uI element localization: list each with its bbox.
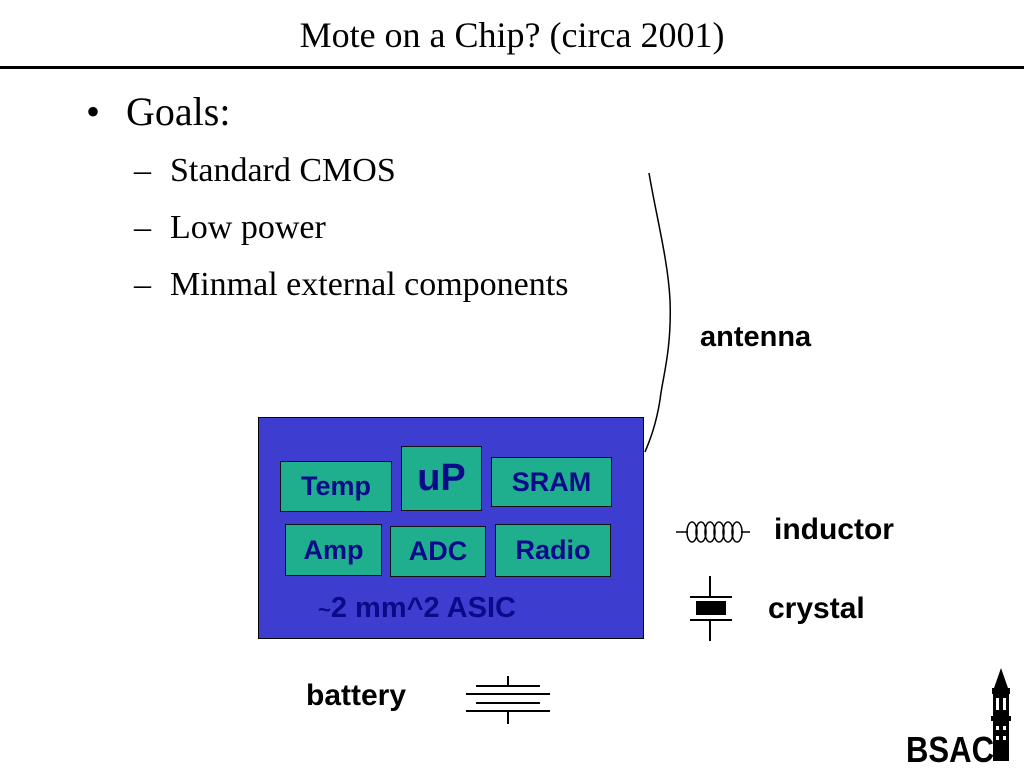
goal-item: –Low power xyxy=(134,209,326,247)
dash-marker: – xyxy=(134,266,151,303)
asic-size-text: 2 mm^2 ASIC xyxy=(330,592,516,624)
goal-item-label: Low power xyxy=(170,209,326,246)
title-divider xyxy=(0,66,1024,69)
goal-item: –Minmal external components xyxy=(134,266,568,304)
goal-item-label: Standard CMOS xyxy=(170,152,396,189)
inductor-icon xyxy=(676,521,750,543)
crystal-icon xyxy=(690,576,732,641)
adc-block: ADC xyxy=(390,526,486,577)
battery-icon xyxy=(466,676,550,724)
asic-size-prefix: ~ xyxy=(318,597,331,622)
battery-label: battery xyxy=(306,679,407,712)
goals-bullet: • Goals: xyxy=(86,88,230,135)
goal-item: –Standard CMOS xyxy=(134,152,396,190)
radio-block: Radio xyxy=(495,524,611,577)
up-block: uP xyxy=(401,446,482,511)
antenna-label: antenna xyxy=(700,321,812,353)
bullet-dot: • xyxy=(86,89,101,134)
inductor-label: inductor xyxy=(774,513,894,546)
amp-block: Amp xyxy=(285,524,382,576)
temp-block: Temp xyxy=(280,461,392,512)
sram-block: SRAM xyxy=(491,457,612,507)
goals-heading: Goals: xyxy=(126,89,231,134)
dash-marker: – xyxy=(134,152,151,189)
bsac-logo-text: BSAC xyxy=(906,729,994,768)
antenna-wire xyxy=(644,172,672,453)
asic-size-label: ~2 mm^2 ASIC xyxy=(318,592,516,625)
crystal-label: crystal xyxy=(768,592,865,625)
slide-title: Mote on a Chip? (circa 2001) xyxy=(299,15,725,55)
bsac-logo-icon: BSAC xyxy=(906,668,1011,768)
goal-item-label: Minmal external components xyxy=(170,266,569,303)
dash-marker: – xyxy=(134,209,151,246)
